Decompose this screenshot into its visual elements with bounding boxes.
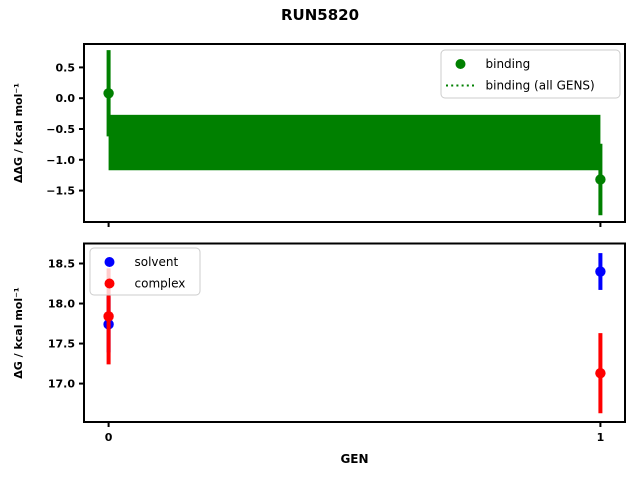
legend-label-complex: complex [135,277,186,291]
y-tick-label: 0.5 [56,61,76,74]
y-tick-label: 17.5 [48,338,75,351]
legend-label-binding-all-gens: binding (all GENS) [486,79,595,93]
complex-point-gen0 [103,311,114,322]
y-tick-label: 18.5 [48,258,75,271]
legend-label-binding: binding [486,57,531,71]
complex-point-gen1 [595,367,606,379]
x-tick-label: 1 [597,431,605,444]
y-tick-label: 17.0 [48,378,75,391]
legend-marker-complex-icon [104,278,115,289]
bottom-legend [89,247,201,296]
figure-title: RUN5820 [280,6,360,24]
y-tick-label: 0.0 [56,92,76,105]
y-tick-label: −1.5 [46,185,75,198]
top-legend [440,49,621,99]
legend-marker-binding-icon [455,59,466,69]
top-subplot: 0.5 0.0 −0.5 −1.0 −1.5 binding binding (all GE… [46,43,626,227]
bottom-subplot: 18.5 18.0 17.5 17.0 0 1 solvent complex [48,242,626,444]
binding-all-gens-band [108,114,601,171]
y-tick-label: −0.5 [46,123,75,136]
legend-marker-solvent-icon [104,257,115,267]
y-tick-label: 18.0 [48,298,75,311]
x-tick-label: 0 [105,431,113,444]
solvent-point-gen1 [595,266,606,277]
binding-point-gen1 [595,174,606,185]
x-axis-label: GEN [340,452,369,466]
legend-label-solvent: solvent [135,255,179,269]
y-tick-label: −1.0 [46,154,75,167]
binding-point-gen0 [103,88,114,99]
